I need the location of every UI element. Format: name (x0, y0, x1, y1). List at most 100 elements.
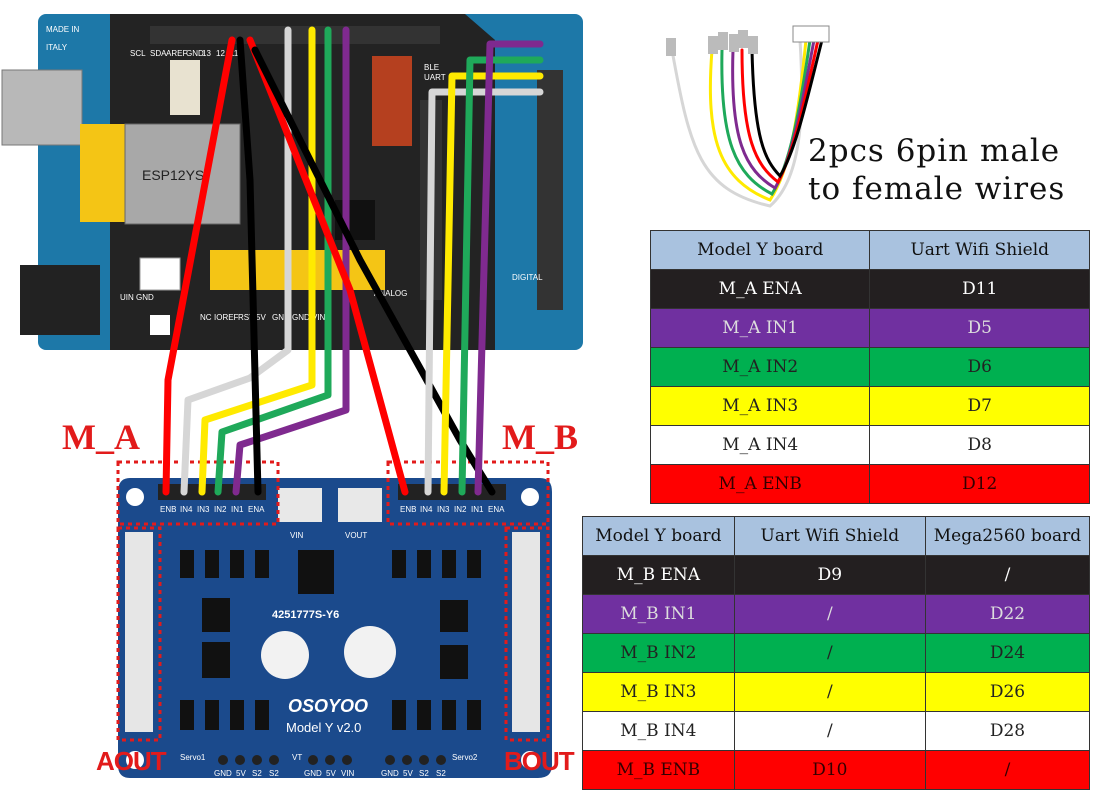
mount-hole (126, 488, 144, 506)
table-cell: D8 (869, 425, 1090, 465)
uart-label: UART (424, 73, 446, 82)
bout-label: BOUT (504, 746, 575, 776)
servo-pin-label: S2 (252, 769, 262, 778)
made-in-label: MADE IN (46, 25, 80, 34)
jumper-block (372, 56, 412, 146)
power-pin-nc: NC (200, 313, 212, 322)
header-b-pin: IN1 (471, 505, 484, 514)
table-model-y-to-shield-mega: Model Y board Uart Wifi Shield Mega2560 … (582, 516, 1091, 790)
header-a-pin: IN1 (231, 505, 244, 514)
pin-11: 11 (230, 49, 239, 58)
power-pin-vin: VIN (312, 313, 326, 322)
table-cell: M_A IN1 (649, 308, 871, 348)
header-b-pin: IN3 (437, 505, 450, 514)
wire-black-a (236, 36, 262, 496)
pin-male (718, 32, 728, 50)
servo-pin-label: VIN (341, 769, 355, 778)
table-cell: D7 (869, 386, 1090, 426)
table-cell: M_A ENB (649, 464, 871, 504)
aout-highlight (116, 526, 162, 742)
chip-label: 4251777S-Y6 (272, 609, 339, 621)
power-pin-ioref: IOREF (214, 313, 239, 322)
table-cell: / (733, 594, 926, 634)
table-cell: D28 (924, 711, 1091, 751)
output-connector-a (125, 532, 153, 732)
table-header-row: Model Y board Uart Wifi Shield (649, 230, 1090, 270)
table-cell: D5 (869, 308, 1090, 348)
table-cell: M_A IN2 (649, 347, 871, 387)
table-cell: D9 (733, 555, 926, 595)
servo-pin-label: 5V (326, 769, 336, 778)
pin-male (729, 34, 739, 52)
header-a-pin: ENB (160, 505, 176, 514)
bout-highlight (504, 526, 550, 742)
usb-port (1, 69, 83, 146)
servo-pin-label: 5V (403, 769, 413, 778)
pin-male (708, 36, 718, 54)
button-white (170, 60, 200, 115)
wire-red-b (246, 36, 409, 496)
table-cell: D22 (924, 594, 1091, 634)
table-header-cell: Uart Wifi Shield (869, 230, 1090, 270)
table-cell: / (924, 555, 1091, 595)
esp-module-shield (124, 123, 241, 225)
table-cell: / (733, 633, 926, 673)
ic-u4 (440, 645, 468, 679)
power-pin-gnd2: GND (292, 313, 310, 322)
output-connector-b (512, 532, 540, 732)
capacitor (344, 626, 396, 678)
top-header (150, 26, 440, 44)
servo-pin-label: 5V (236, 769, 246, 778)
ic-u1 (202, 642, 230, 678)
connector-female (792, 25, 830, 43)
table-header-cell: Model Y board (582, 516, 735, 556)
table-cell: D24 (924, 633, 1091, 673)
table-cell: D6 (869, 347, 1090, 387)
pin-13: 13 (202, 49, 211, 58)
header-b-pin: IN2 (454, 505, 467, 514)
table-header-cell: Uart Wifi Shield (733, 516, 926, 556)
capacitor (261, 631, 309, 679)
table-cell: M_B IN2 (582, 633, 735, 673)
power-jack (20, 265, 100, 335)
table-header-cell: Model Y board (649, 230, 871, 270)
header-a-pin: IN4 (180, 505, 193, 514)
servo-pin-label: GND (214, 769, 232, 778)
pin-12: 12 (216, 49, 225, 58)
pin-gnd: GND (186, 49, 204, 58)
ic-u2 (202, 598, 230, 632)
esp-module-label: ESP12YS (142, 167, 204, 183)
italy-label: ITALY (46, 43, 68, 52)
aout-label: AOUT (96, 746, 167, 776)
vin-connector (150, 315, 170, 335)
wire-red-a (162, 36, 236, 496)
header-b-pin: ENA (488, 505, 505, 514)
wire-yellow-b (440, 72, 544, 496)
table-cell: / (924, 750, 1091, 790)
vin-terminal (278, 488, 322, 522)
table-cell: M_A IN4 (649, 425, 871, 465)
table-header-cell: Mega2560 board (924, 516, 1091, 556)
servo-pin-label: S2 (419, 769, 429, 778)
servo-pin-label: GND (304, 769, 322, 778)
pin-aref: AREF (166, 49, 187, 58)
table-cell: M_B ENA (582, 555, 735, 595)
table-cell: / (733, 711, 926, 751)
table-cell: D12 (869, 464, 1090, 504)
servo-pins (218, 755, 446, 765)
mount-hole (521, 751, 539, 769)
mount-hole (521, 488, 539, 506)
regulator (298, 550, 334, 594)
wire-purple-b (474, 40, 544, 496)
pin-male (666, 38, 676, 56)
table-header-row: Model Y board Uart Wifi Shield Mega2560 … (582, 516, 1091, 556)
m-b-highlight (386, 460, 550, 526)
header-a-pin: ENA (248, 505, 265, 514)
table-row: M_B IN1/D22 (582, 594, 1091, 634)
servo-pin-label: GND (381, 769, 399, 778)
